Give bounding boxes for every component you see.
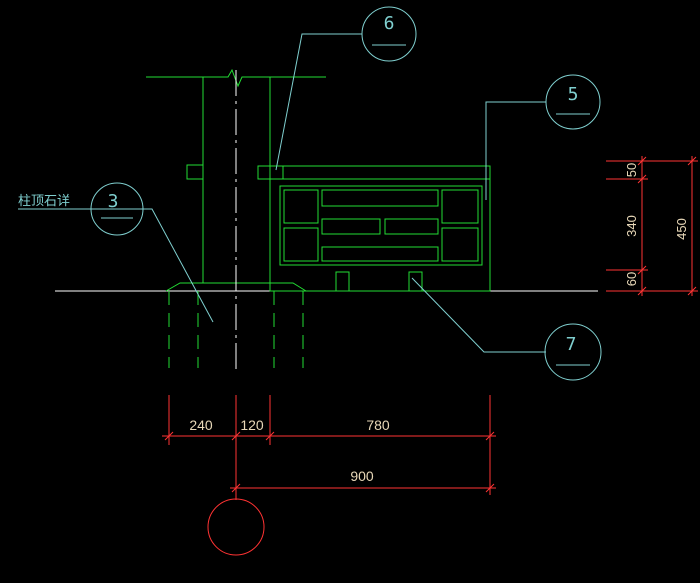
callout-6-label: 6 (384, 13, 395, 34)
dim-50: 50 (624, 163, 639, 177)
dim-120: 120 (240, 417, 264, 433)
callout-5[interactable]: 5 (545, 74, 601, 130)
callout-7[interactable]: 7 (544, 323, 602, 381)
bench-structure (257, 165, 491, 292)
callout-6[interactable]: 6 (361, 6, 417, 62)
dim-340: 340 (624, 215, 639, 237)
column-base-note-label: 柱顶石详 (18, 194, 70, 209)
callout-3[interactable]: 3 (90, 182, 144, 236)
dim-450: 450 (674, 218, 689, 240)
axis-grid-bubble-icon[interactable] (207, 498, 265, 556)
dim-780: 780 (366, 417, 390, 433)
dim-900: 900 (350, 468, 374, 484)
callout-5-label: 5 (568, 84, 579, 105)
dim-60: 60 (624, 272, 639, 286)
foundation-hidden-lines (168, 291, 304, 368)
dim-240: 240 (189, 417, 213, 433)
callout-7-label: 7 (566, 334, 577, 355)
horizontal-dimensions (162, 395, 496, 495)
leader-lines (18, 33, 546, 353)
callout-3-label: 3 (108, 191, 119, 212)
vertical-dimensions (606, 156, 698, 296)
